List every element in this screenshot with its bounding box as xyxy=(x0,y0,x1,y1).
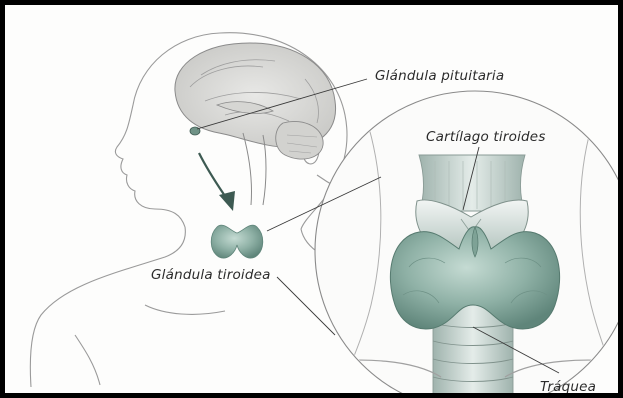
thyroid-anatomy-illustration xyxy=(5,5,618,393)
thyroid-small xyxy=(211,225,263,258)
label-trachea: Tráquea xyxy=(540,379,596,395)
label-thyroid-gland: Glándula tiroidea xyxy=(151,267,271,283)
brain-section xyxy=(175,43,336,205)
hormone-arrow xyxy=(199,153,235,211)
label-pituitary-gland: Glándula pituitaria xyxy=(375,68,504,84)
label-thyroid-cartilage: Cartílago tiroides xyxy=(426,129,546,145)
